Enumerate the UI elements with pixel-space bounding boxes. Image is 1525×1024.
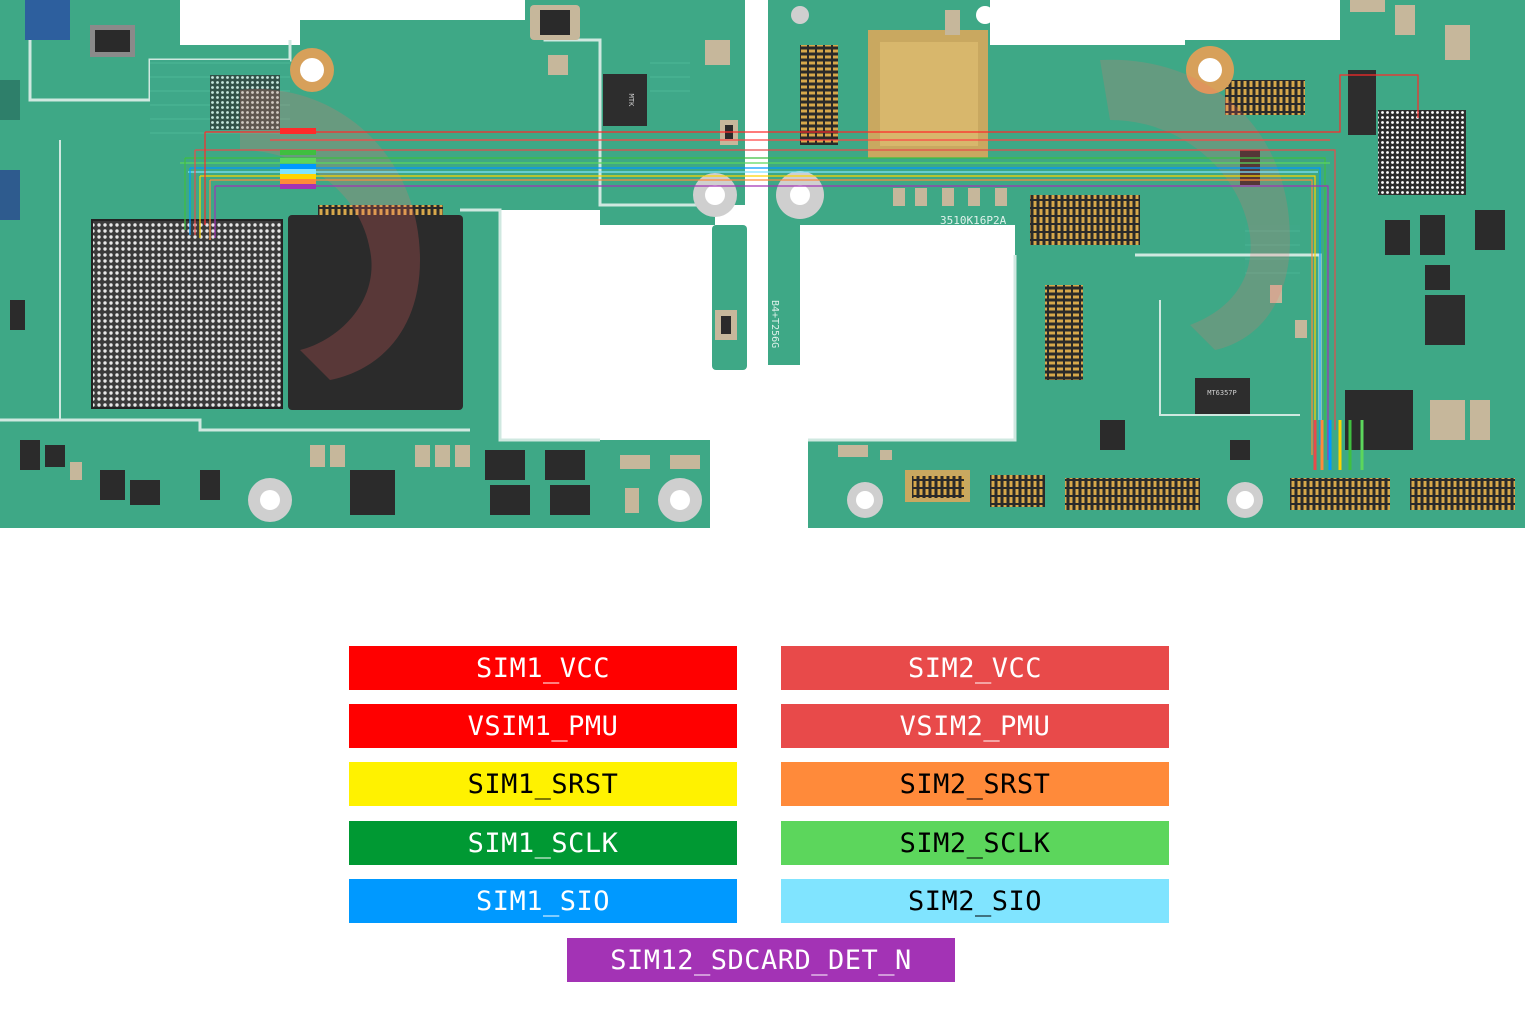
svg-text:MTK: MTK xyxy=(627,94,635,107)
trace-sim2-srst xyxy=(210,179,1313,455)
trace-sim1-sio xyxy=(190,167,1321,445)
right-board: MT6357P xyxy=(768,0,1525,528)
svg-text:B4+T256G: B4+T256G xyxy=(769,300,780,348)
legend-label: VSIM2_PMU xyxy=(899,710,1051,742)
legend-label: SIM1_SRST xyxy=(467,768,619,800)
trace-sim1-sclk xyxy=(185,157,1326,440)
legend-label: SIM1_SCLK xyxy=(467,827,619,859)
left-board: MTK xyxy=(0,0,747,528)
legend-sim1-sclk: SIM1_SCLK xyxy=(349,821,737,865)
svg-text:MT6357P: MT6357P xyxy=(1207,389,1237,397)
trace-sim1-srst xyxy=(200,175,1316,450)
trace-sdcard-det xyxy=(215,185,1329,460)
legend-sim2-sio: SIM2_SIO xyxy=(781,879,1169,923)
legend-vsim2-pmu: VSIM2_PMU xyxy=(781,704,1169,748)
legend-label: SIM12_SDCARD_DET_N xyxy=(610,944,912,976)
legend-sim2-vcc: SIM2_VCC xyxy=(781,646,1169,690)
pcb-board-diagram: MTK xyxy=(0,0,1525,528)
legend-sim1-srst: SIM1_SRST xyxy=(349,762,737,806)
legend-label: SIM1_VCC xyxy=(475,652,611,684)
mtk-chip-right xyxy=(1195,378,1250,416)
legend-label: SIM2_SRST xyxy=(899,768,1051,800)
legend-sim2-sclk: SIM2_SCLK xyxy=(781,821,1169,865)
legend-sim1-vcc: SIM1_VCC xyxy=(349,646,737,690)
legend-label: SIM2_SIO xyxy=(907,885,1043,917)
legend-vsim1-pmu: VSIM1_PMU xyxy=(349,704,737,748)
mtk-chip-upper xyxy=(603,74,647,126)
legend-sim12-sdcard-det-n: SIM12_SDCARD_DET_N xyxy=(567,938,955,982)
legend-label: SIM2_SCLK xyxy=(899,827,1051,859)
trace-sim2-vcc xyxy=(195,149,1336,430)
legend-label: SIM2_VCC xyxy=(907,652,1043,684)
trace-sim1-vcc xyxy=(205,74,1419,133)
trace-label-tags xyxy=(280,128,316,189)
legend-sim1-sio: SIM1_SIO xyxy=(349,879,737,923)
legend-label: VSIM1_PMU xyxy=(467,710,619,742)
legend-label: SIM1_SIO xyxy=(475,885,611,917)
svg-text:3510K16P2A: 3510K16P2A xyxy=(940,214,1007,227)
signal-traces xyxy=(180,74,1419,470)
legend-sim2-srst: SIM2_SRST xyxy=(781,762,1169,806)
